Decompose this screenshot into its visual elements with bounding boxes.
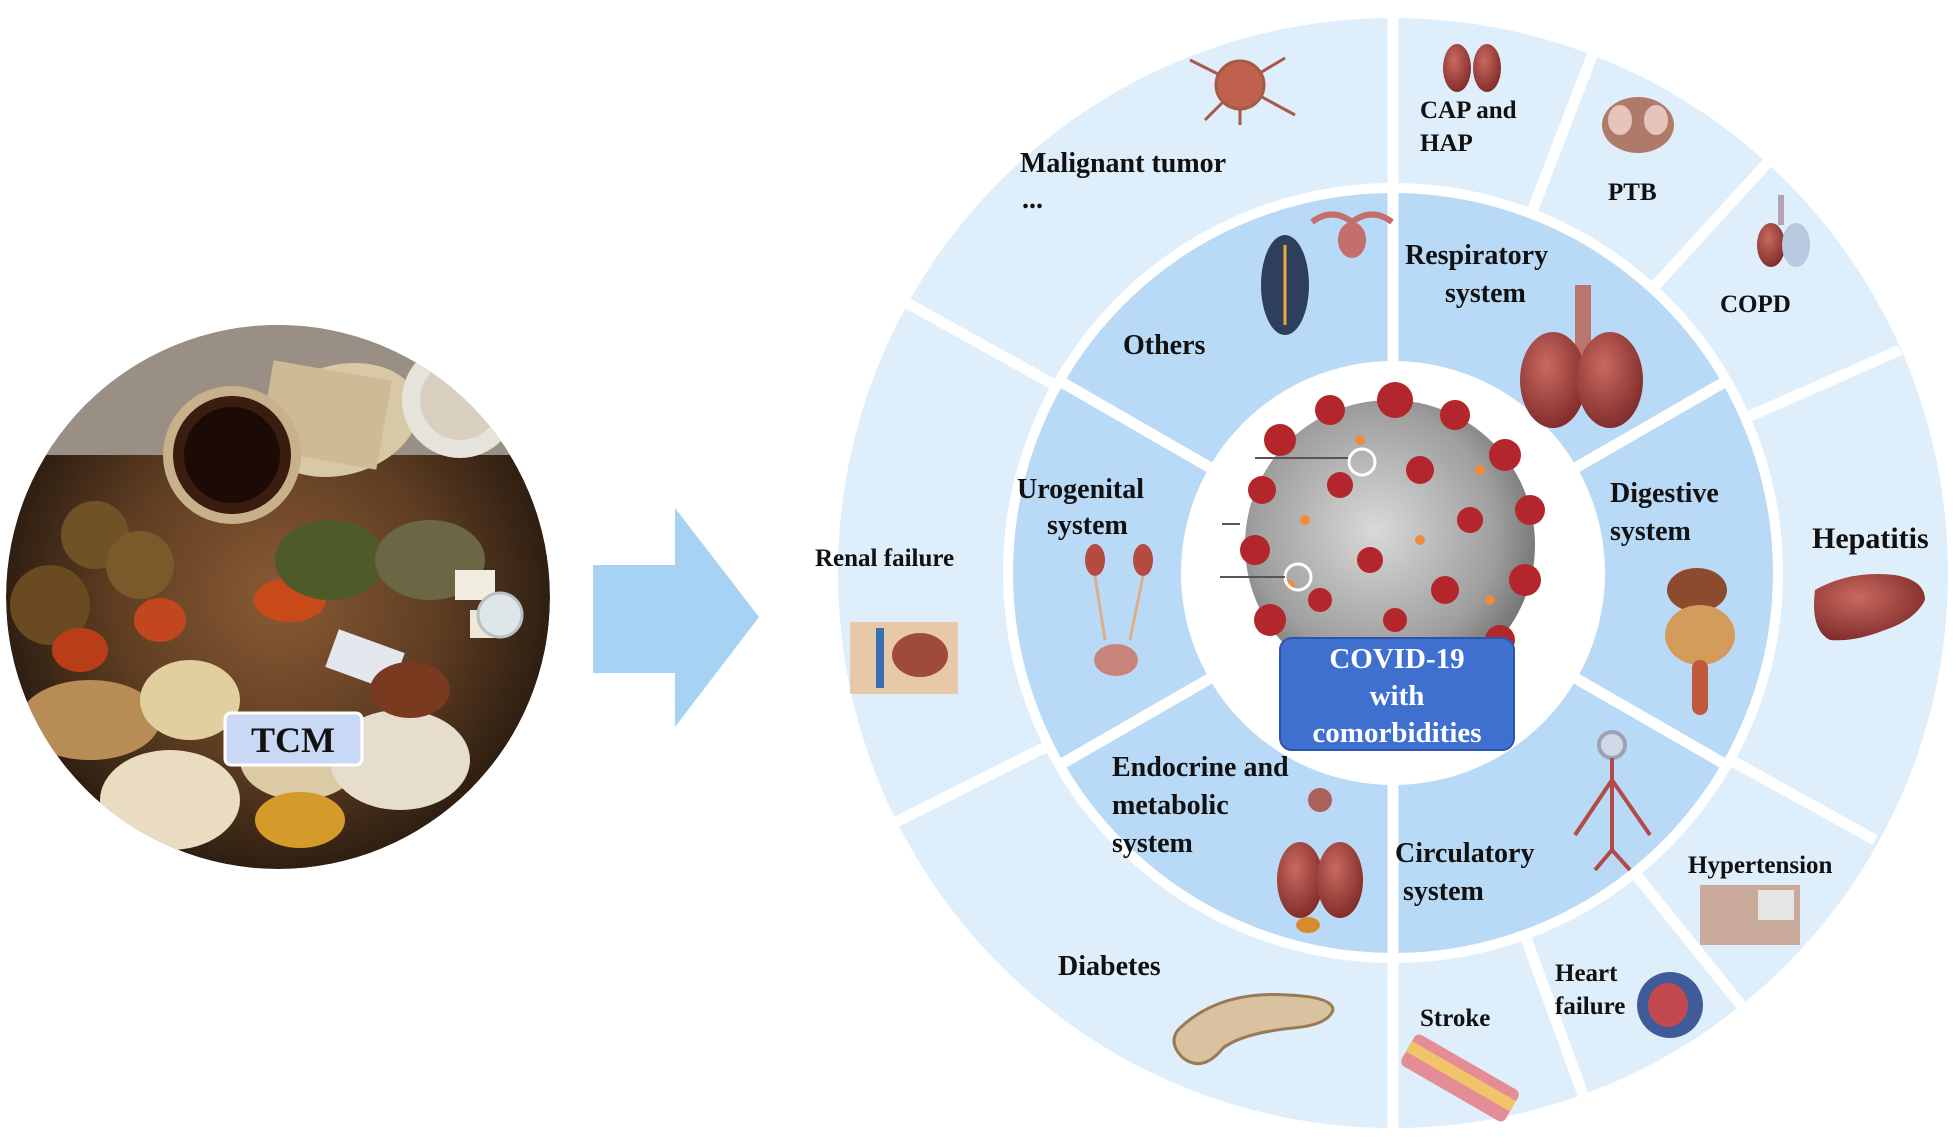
disease-renal-failure: Renal failure (815, 545, 958, 694)
chest-crosssection-icon (1602, 97, 1674, 153)
disease-hypertension-label: Hypertension (1688, 852, 1833, 879)
circulatory-body-icon (1573, 730, 1652, 872)
lungs-small-icon (1443, 44, 1501, 92)
system-others: Others (1123, 211, 1394, 361)
center-label-line2: with (1370, 680, 1425, 712)
disease-copd-label: COPD (1720, 291, 1791, 318)
heart-icon (1637, 972, 1703, 1038)
disease-renal-failure-label: Renal failure (815, 545, 954, 572)
ring-diagram: COVID-19 with comorbidities Respiratory … (815, 10, 1948, 1136)
tcm-label-text: TCM (251, 720, 335, 760)
endocrine-organs-icon (1277, 788, 1363, 933)
system-endocrine-line1: Endocrine and (1112, 752, 1289, 783)
disease-diabetes: Diabetes (1058, 951, 1335, 1066)
disease-diabetes-label: Diabetes (1058, 951, 1161, 982)
system-digestive: Digestive system (1610, 478, 1735, 715)
tumor-cell-icon (1189, 56, 1296, 125)
lungs-icon (1520, 285, 1643, 428)
disease-copd: COPD (1720, 195, 1810, 318)
system-urogenital-line1: Urogenital (1017, 474, 1144, 505)
disease-ptb: PTB (1602, 97, 1674, 206)
stomach-icon (1665, 568, 1735, 715)
system-endocrine: Endocrine and metabolic system (1112, 752, 1363, 933)
disease-heart-failure-line1: Heart (1555, 960, 1618, 987)
disease-stroke-label: Stroke (1420, 1005, 1490, 1032)
system-urogenital-line2: system (1047, 510, 1128, 541)
disease-malignant-tumor-line1: Malignant tumor (1020, 148, 1226, 179)
disease-cap-hap-line2: HAP (1420, 130, 1473, 157)
artery-plaque-icon (1401, 1034, 1519, 1122)
system-circulatory-line1: Circulatory (1395, 838, 1534, 869)
center-label: COVID-19 with comorbidities (1279, 637, 1515, 751)
disease-stroke: Stroke (1401, 1005, 1519, 1122)
disease-heart-failure: Heart failure (1555, 960, 1703, 1038)
disease-hypertension: Hypertension (1688, 852, 1833, 945)
blood-pressure-icon (1700, 885, 1800, 945)
nervous-system-icon (1261, 211, 1394, 335)
tcm-label: TCM (223, 711, 364, 767)
system-urogenital: Urogenital system (1017, 474, 1153, 676)
disease-ptb-label: PTB (1608, 179, 1657, 206)
disease-malignant-tumor-line2: ... (1022, 184, 1043, 215)
kidney-icon (850, 622, 958, 694)
system-respiratory-line1: Respiratory (1405, 240, 1548, 271)
urinary-system-icon (1085, 544, 1153, 676)
system-circulatory: Circulatory system (1395, 730, 1652, 907)
system-endocrine-line3: system (1112, 828, 1193, 859)
system-circulatory-line2: system (1403, 876, 1484, 907)
system-respiratory: Respiratory system (1405, 240, 1643, 428)
system-digestive-line1: Digestive (1610, 478, 1719, 509)
system-endocrine-line2: metabolic (1112, 790, 1229, 821)
center-label-line1: COVID-19 (1329, 643, 1464, 675)
disease-malignant-tumor: Malignant tumor ... (1020, 56, 1296, 215)
disease-cap-hap-line1: CAP and (1420, 97, 1517, 124)
liver-icon (1814, 574, 1925, 641)
center-label-line3: comorbidities (1312, 717, 1481, 749)
system-others-line1: Others (1123, 330, 1206, 361)
disease-hepatitis: Hepatitis (1812, 522, 1929, 641)
system-respiratory-line2: system (1445, 278, 1526, 309)
disease-hepatitis-label: Hepatitis (1812, 522, 1929, 555)
system-digestive-line2: system (1610, 516, 1691, 547)
tcm-herbal-photo (6, 325, 550, 869)
arrow-right (593, 508, 759, 727)
disease-cap-hap: CAP and HAP (1420, 44, 1517, 157)
pancreas-icon (1172, 992, 1335, 1066)
airway-lungs-icon (1757, 195, 1810, 267)
disease-heart-failure-line2: failure (1555, 993, 1625, 1020)
